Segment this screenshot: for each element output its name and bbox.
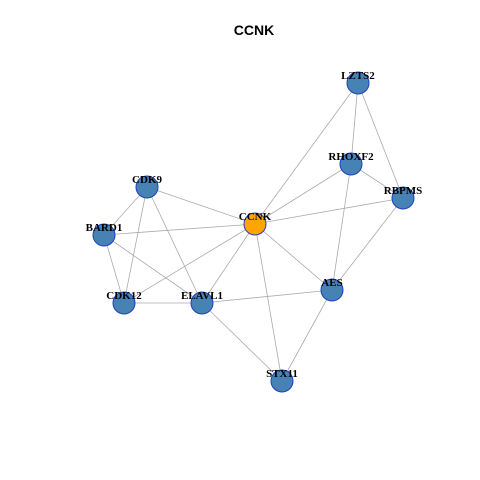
node-label-aes: AES	[321, 277, 342, 289]
edge-lzts2-rbpms	[357, 82, 404, 199]
edge-aes-stx11	[281, 289, 333, 382]
node-stx11	[270, 369, 294, 393]
node-cdk12	[112, 291, 136, 315]
node-label-lzts2: LZTS2	[341, 70, 375, 82]
node-label-cdk9: CDK9	[132, 174, 162, 186]
node-elavl1	[190, 291, 214, 315]
node-ccnk	[243, 212, 267, 236]
node-rbpms	[391, 186, 415, 210]
node-lzts2	[346, 71, 370, 95]
node-label-rhoxf2: RHOXF2	[328, 151, 374, 163]
edge-ccnk-cdk12	[123, 223, 256, 304]
edge-ccnk-rhoxf2	[254, 163, 352, 225]
edge-ccnk-lzts2	[254, 82, 359, 225]
node-aes	[320, 278, 344, 302]
edge-cdk9-elavl1	[146, 186, 203, 304]
diagram-title: CCNK	[234, 22, 274, 38]
edge-cdk9-cdk12	[123, 186, 148, 304]
node-label-bard1: BARD1	[86, 222, 123, 234]
edge-bard1-elavl1	[103, 234, 203, 304]
node-cdk9	[135, 175, 159, 199]
node-rhoxf2	[339, 152, 363, 176]
node-label-rbpms: RBPMS	[384, 185, 423, 197]
edge-lzts2-rhoxf2	[350, 82, 359, 165]
node-bard1	[92, 223, 116, 247]
edge-elavl1-aes	[201, 289, 333, 304]
edge-ccnk-bard1	[103, 223, 256, 236]
node-label-cdk12: CDK12	[106, 290, 142, 302]
node-label-elavl1: ELAVL1	[181, 290, 223, 302]
edge-bard1-cdk12	[103, 234, 125, 304]
edge-rbpms-aes	[331, 197, 404, 291]
edge-ccnk-stx11	[254, 223, 283, 382]
edge-elavl1-stx11	[201, 302, 283, 382]
node-label-ccnk: CCNK	[239, 211, 272, 223]
node-layer	[92, 71, 415, 393]
edge-rhoxf2-aes	[331, 163, 352, 291]
edge-ccnk-cdk9	[146, 186, 256, 225]
edge-ccnk-elavl1	[201, 223, 256, 304]
node-label-stx11: STX11	[266, 368, 298, 380]
edge-ccnk-aes	[254, 223, 333, 291]
edge-ccnk-rbpms	[254, 197, 404, 225]
